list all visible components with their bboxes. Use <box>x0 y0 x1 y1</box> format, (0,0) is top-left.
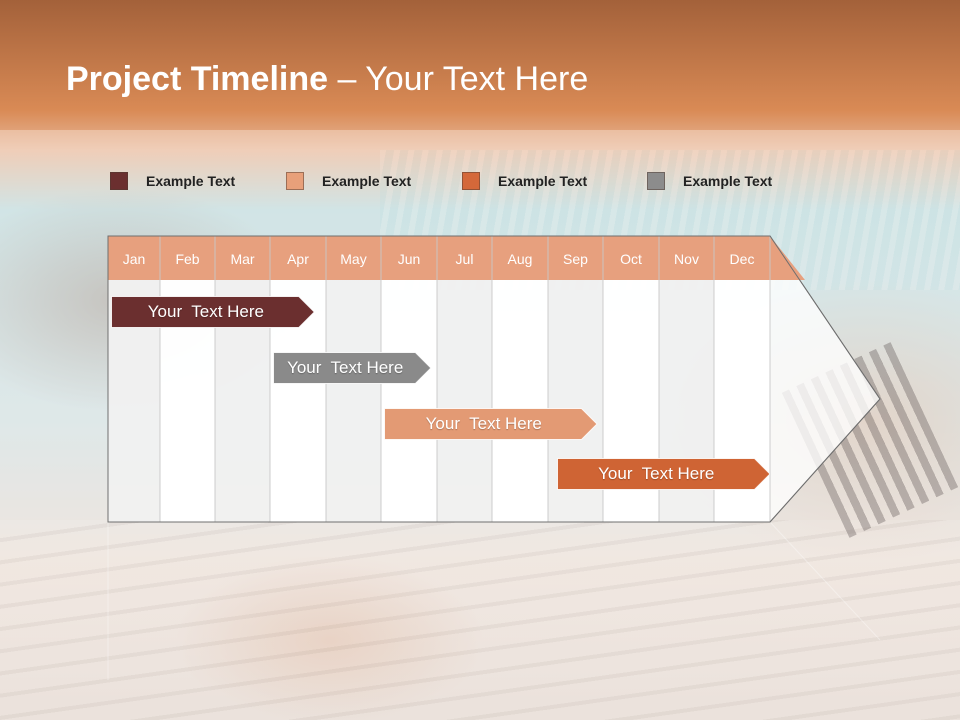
legend-item: Example Text <box>286 170 411 192</box>
month-label: Jun <box>398 251 421 267</box>
task-bar: Your Text Here <box>556 458 770 490</box>
legend-label: Example Text <box>683 173 773 189</box>
legend-swatch <box>462 172 480 190</box>
task-bar: Your Text Here <box>273 352 432 384</box>
month-label: Sep <box>563 251 588 267</box>
legend-swatch <box>286 172 304 190</box>
slide-title-bold: Project Timeline <box>66 60 329 98</box>
month-label: Jul <box>456 251 474 267</box>
task-arrow-shape <box>273 352 432 384</box>
task-label: Your Text Here <box>425 414 542 433</box>
timeline-outline <box>107 235 881 523</box>
legend-label: Example Text <box>498 173 588 189</box>
slide-title-rest: – Your Text Here <box>328 60 589 98</box>
reflection-line <box>769 521 881 641</box>
month-label: Mar <box>230 251 254 267</box>
legend-swatch <box>647 172 665 190</box>
month-label: Dec <box>730 251 755 267</box>
month-label: May <box>340 251 366 267</box>
legend-swatch <box>110 172 128 190</box>
task-arrow-shape <box>384 408 598 440</box>
month-label: Nov <box>674 251 699 267</box>
legend-item: Example Text <box>647 170 772 192</box>
month-column <box>492 280 548 522</box>
task-bar: Your Text Here <box>384 408 598 440</box>
background-deck <box>0 520 960 720</box>
month-column <box>381 280 437 522</box>
month-label: Apr <box>287 251 309 267</box>
task-label: Your Text Here <box>147 302 265 321</box>
task-bar: Your Text Here <box>111 296 315 328</box>
month-column <box>326 280 381 522</box>
month-column <box>437 280 492 522</box>
month-label: Oct <box>620 251 642 267</box>
legend-item: Example Text <box>110 170 235 192</box>
task-label: Your Text Here <box>598 464 715 483</box>
legend-label: Example Text <box>146 173 236 189</box>
legend-label: Example Text <box>322 173 412 189</box>
slide-title: Project Timeline – Your Text Here <box>66 60 588 99</box>
task-label: Your Text Here <box>287 358 404 377</box>
month-header <box>108 236 805 280</box>
month-label: Jan <box>123 251 146 267</box>
month-label: Aug <box>508 251 533 267</box>
task-arrow-shape <box>111 296 315 328</box>
task-arrow-shape <box>556 458 770 490</box>
month-label: Feb <box>175 251 199 267</box>
legend-item: Example Text <box>462 170 587 192</box>
